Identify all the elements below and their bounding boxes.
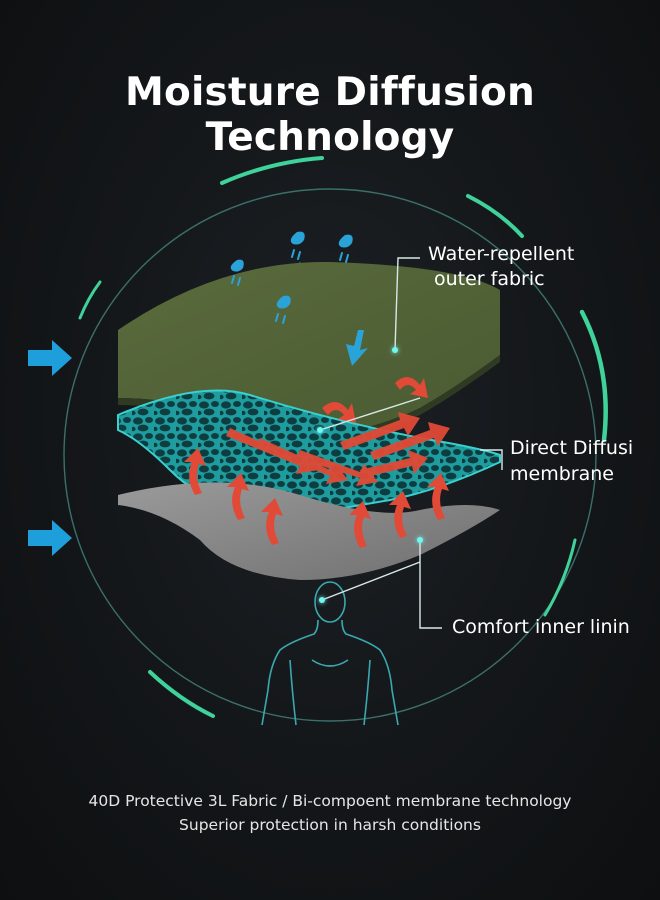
blue-arrow-icon <box>28 520 72 556</box>
callout-dots <box>317 347 423 603</box>
footer-line2: Superior protection in harsh conditions <box>179 816 481 834</box>
callout-lines <box>319 257 503 629</box>
blue-arrow-icon <box>28 340 72 376</box>
membrane-label-line2: membrane <box>510 463 614 485</box>
rain-drop-icon <box>230 231 353 309</box>
human-figure-icon <box>261 581 399 726</box>
heat-arrow-icon <box>184 376 449 548</box>
down-arrow-icon <box>346 330 368 366</box>
outer-ring <box>63 188 597 722</box>
outer-fabric-label-line1: Water-repellent <box>428 243 575 265</box>
membrane-label-line1: Direct Diffusi <box>510 437 634 459</box>
page-title: Moisture Diffusion Technology <box>124 70 536 160</box>
inner-lining-layer <box>118 482 500 580</box>
outer-fabric-label-line2: outer fabric <box>434 268 545 290</box>
inner-lining-label: Comfort inner linin <box>452 616 630 638</box>
accent-arcs <box>78 156 608 718</box>
footer-line1: 40D Protective 3L Fabric / Bi-compoent m… <box>88 792 572 810</box>
